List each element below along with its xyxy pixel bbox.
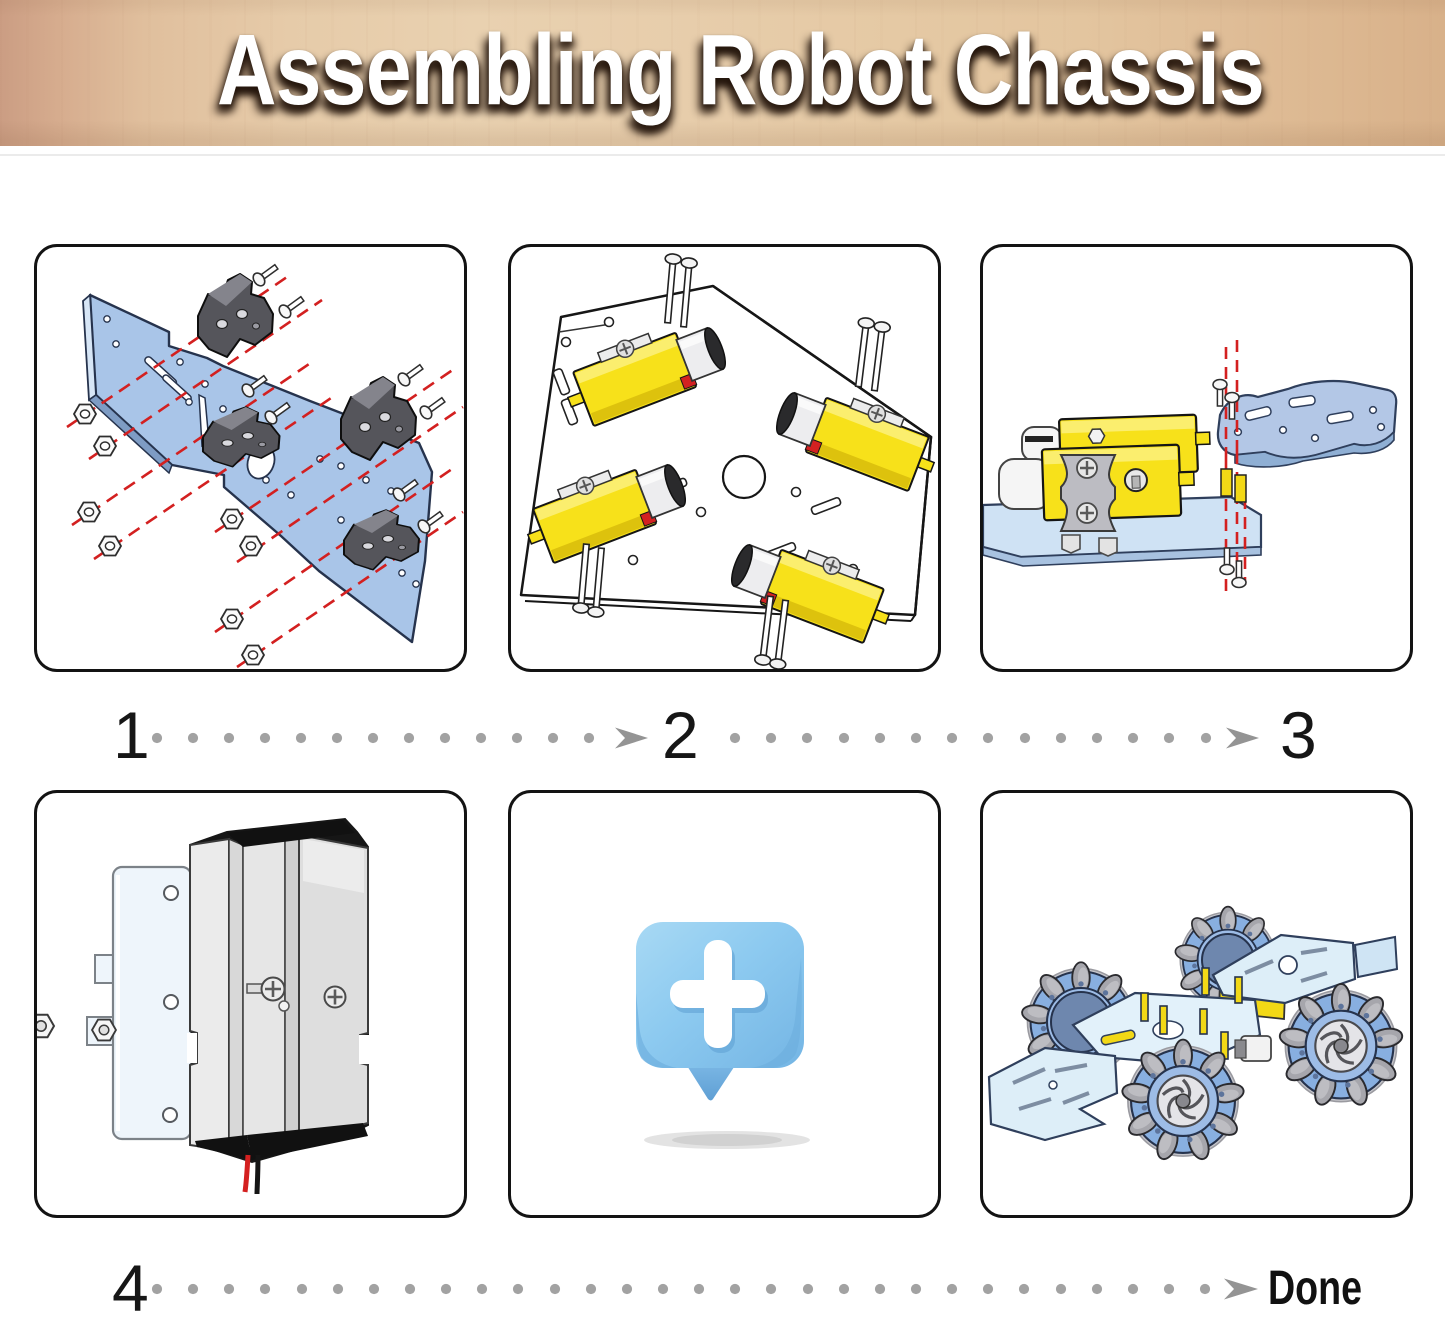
svg-text:4: 4 (112, 1251, 149, 1325)
svg-text:1: 1 (113, 698, 150, 772)
svg-text:Done: Done (1268, 1262, 1362, 1315)
svg-text:2: 2 (662, 698, 699, 772)
svg-text:3: 3 (1280, 698, 1317, 772)
